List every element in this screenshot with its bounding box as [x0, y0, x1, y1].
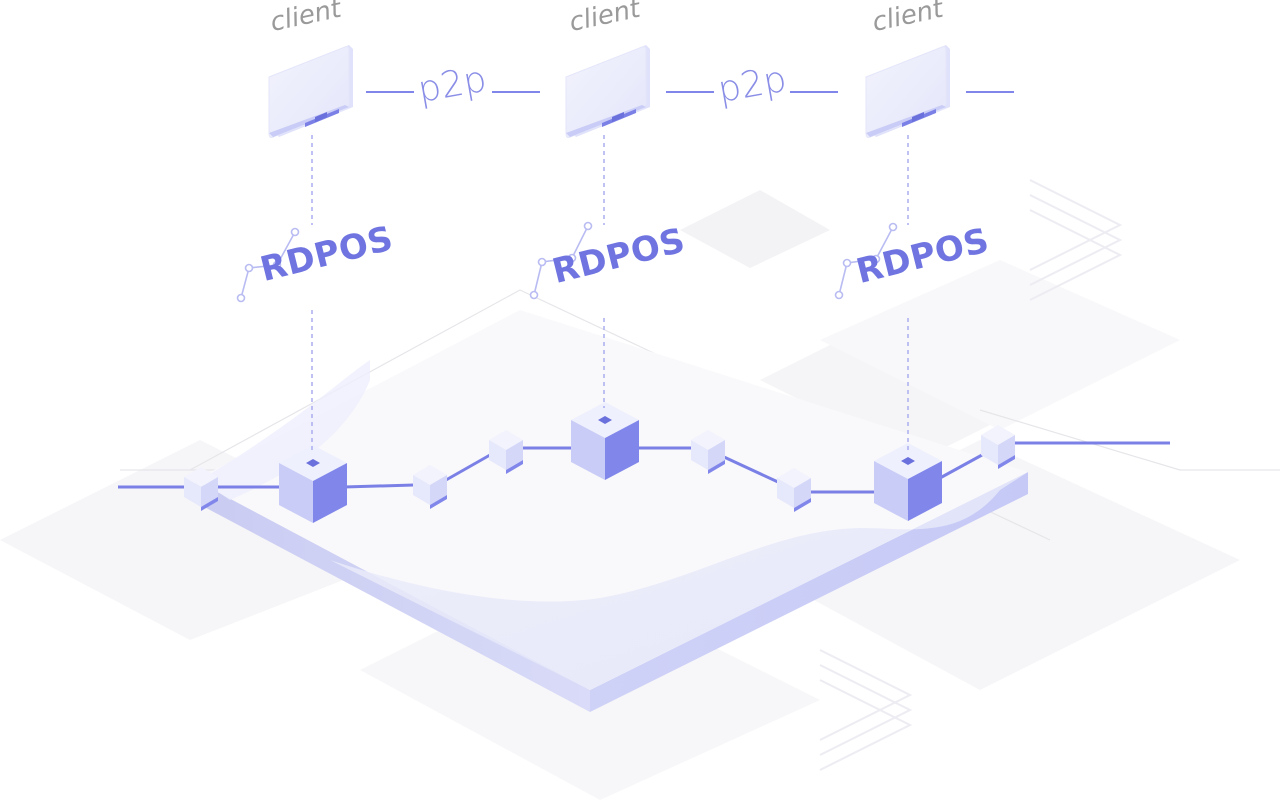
- monitor-icon: [865, 45, 950, 138]
- network-graph-icon: [834, 222, 898, 300]
- network-graph-icons: [236, 221, 898, 303]
- small-block-cubes: [184, 425, 1015, 512]
- network-graph-icon: [529, 221, 593, 300]
- monitor-icon: [565, 45, 650, 138]
- large-node-cubes: [279, 402, 942, 523]
- client-monitors: [268, 45, 950, 138]
- background-tiles: [0, 179, 1280, 800]
- chain-links: [118, 441, 1170, 494]
- network-graph-icon: [236, 227, 300, 303]
- node-cube-large: [571, 402, 639, 480]
- block-cube-small: [691, 430, 725, 474]
- blockchain-platform: [195, 310, 1028, 712]
- block-cube-small: [981, 425, 1015, 469]
- node-cube-large: [874, 443, 942, 521]
- client-node-links: [311, 135, 909, 450]
- block-cube-small: [489, 430, 523, 474]
- block-cube-small: [413, 465, 447, 509]
- monitor-icon: [268, 45, 353, 138]
- block-cube-small: [777, 468, 811, 512]
- block-cube-small: [184, 467, 218, 511]
- node-cube-large: [279, 445, 347, 523]
